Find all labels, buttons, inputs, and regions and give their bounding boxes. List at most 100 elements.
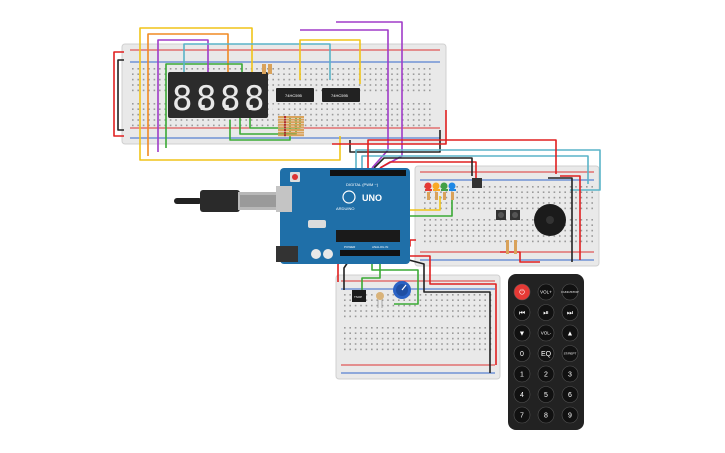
remote-button[interactable]: 2 — [537, 365, 555, 383]
remote-button[interactable]: VOL- — [537, 324, 555, 342]
push-button-1[interactable] — [496, 210, 506, 220]
wire-green[interactable] — [239, 118, 297, 135]
remote-button-label: FUNC/STOP — [561, 290, 578, 294]
remote-button[interactable]: ⏻ — [513, 283, 531, 301]
remote-button-label: 7 — [520, 412, 524, 419]
remote-button-label: 6 — [568, 392, 572, 399]
remote-button[interactable]: 4 — [513, 386, 531, 403]
resistor[interactable] — [278, 118, 304, 121]
display-digit: 8. — [220, 79, 261, 119]
wire-red[interactable] — [400, 255, 497, 365]
remote-button[interactable]: ▼ — [513, 324, 531, 342]
wire-red[interactable] — [113, 51, 124, 137]
led[interactable] — [432, 182, 441, 201]
wire-purple[interactable] — [300, 29, 389, 169]
resistor[interactable] — [278, 129, 304, 131]
resistors-right[interactable] — [506, 240, 517, 254]
wire-black[interactable] — [548, 177, 573, 262]
remote-button[interactable]: 7 — [513, 406, 531, 424]
wire-green[interactable] — [165, 63, 243, 148]
ir-remote[interactable]: ⏻ VOL+ FUNC/STOP ⏮ ⏯ ⏭ ▼ VOL- ▲ 0 EQ ST/REPT 1 2 3 4 5 6 7… — [508, 274, 584, 430]
led[interactable] — [424, 182, 433, 201]
wire-red[interactable] — [332, 110, 447, 145]
remote-button[interactable]: ⏮ — [513, 304, 531, 321]
buzzer[interactable] — [534, 204, 566, 236]
remote-button[interactable]: 0 — [513, 345, 531, 362]
seven-segment-display[interactable]: 8.8.8.8. — [168, 72, 285, 119]
wire-blue[interactable] — [355, 149, 601, 191]
remote-button[interactable]: 8 — [537, 406, 555, 424]
resistor[interactable] — [278, 126, 304, 129]
resistor[interactable] — [268, 64, 272, 74]
remote-button[interactable]: ⏯ — [537, 304, 555, 321]
wire-black[interactable] — [373, 157, 473, 176]
wire-red[interactable] — [500, 251, 540, 263]
remote-button-label: 9 — [568, 412, 572, 419]
brand-label: ARDUINO — [336, 206, 354, 211]
wire-yellow[interactable] — [139, 27, 253, 161]
remote-buttons[interactable]: ⏻ VOL+ FUNC/STOP ⏮ ⏯ ⏭ ▼ VOL- ▲ 0 EQ ST/REPT 1 2 3 4 5 6 7… — [513, 283, 579, 424]
remote-button-label: 1 — [520, 371, 524, 378]
tilt-sensor[interactable] — [472, 178, 482, 188]
wire-green[interactable] — [371, 256, 419, 305]
breadboard-bottom[interactable] — [335, 274, 501, 380]
shift-register-2[interactable]: 74HC595 — [322, 88, 360, 102]
led-group[interactable] — [424, 182, 457, 201]
remote-button[interactable]: 3 — [561, 365, 579, 383]
wire-red[interactable] — [367, 139, 557, 174]
remote-button[interactable]: VOL+ — [537, 283, 555, 301]
remote-button-label: 3 — [568, 371, 572, 378]
wire-orange[interactable] — [147, 33, 229, 156]
wire-yellow[interactable] — [299, 39, 361, 84]
remote-button[interactable]: FUNC/STOP — [561, 283, 579, 301]
wire-blue[interactable] — [183, 43, 331, 80]
remote-button-label: 2 — [544, 371, 548, 378]
wire-black[interactable] — [117, 59, 124, 131]
resistor[interactable] — [262, 64, 266, 74]
wire-black[interactable] — [349, 130, 441, 153]
wire-red[interactable] — [560, 175, 581, 260]
resistor[interactable] — [278, 121, 304, 124]
remote-button[interactable]: ⏭ — [561, 304, 579, 321]
led[interactable] — [448, 182, 457, 201]
resistor[interactable] — [278, 116, 304, 118]
led[interactable] — [440, 182, 449, 201]
wire-blue[interactable] — [361, 155, 589, 184]
remote-button[interactable]: 6 — [561, 386, 579, 403]
potentiometer[interactable] — [393, 281, 411, 299]
wire-red[interactable] — [379, 161, 477, 180]
resistor[interactable] — [278, 123, 304, 126]
resistor[interactable] — [506, 240, 509, 254]
remote-button[interactable]: EQ — [537, 345, 555, 362]
display-digits: 8.8.8.8. — [172, 79, 285, 119]
arduino-uno[interactable]: UNO ARDUINO DIGITAL (PWM ~) POWER ANALOG… — [276, 168, 410, 264]
chip-label: 74HC595 — [285, 93, 303, 98]
photoresistor[interactable] — [376, 292, 384, 308]
remote-button[interactable]: 5 — [537, 386, 555, 403]
wire-black[interactable] — [393, 255, 491, 373]
resistor[interactable] — [514, 240, 517, 254]
breadboard-right[interactable] — [414, 165, 600, 267]
resistor[interactable] — [278, 134, 304, 137]
remote-button[interactable]: 1 — [513, 365, 531, 383]
resistor-array[interactable] — [262, 64, 304, 137]
remote-button-label: VOL+ — [540, 290, 552, 295]
shift-register-1[interactable]: 74HC595 — [276, 88, 314, 102]
usb-cable[interactable] — [174, 190, 282, 212]
resistor[interactable] — [278, 131, 304, 134]
digital-header-label: DIGITAL (PWM ~) — [346, 182, 379, 187]
remote-button[interactable]: ST/REPT — [561, 345, 579, 362]
remote-button[interactable]: ▲ — [561, 324, 579, 342]
ir-receiver[interactable]: TSOP — [352, 290, 366, 302]
remote-button-label: 4 — [520, 392, 524, 399]
arduino-logo-icon — [342, 190, 356, 204]
display-digit: 8. — [196, 79, 237, 119]
wire-purple[interactable] — [157, 39, 209, 152]
remote-button[interactable]: 9 — [561, 406, 579, 424]
wire-green[interactable] — [361, 256, 381, 300]
power-label: POWER — [344, 245, 356, 249]
remote-button-label: ⏮ — [519, 310, 525, 317]
push-button-2[interactable] — [510, 210, 520, 220]
